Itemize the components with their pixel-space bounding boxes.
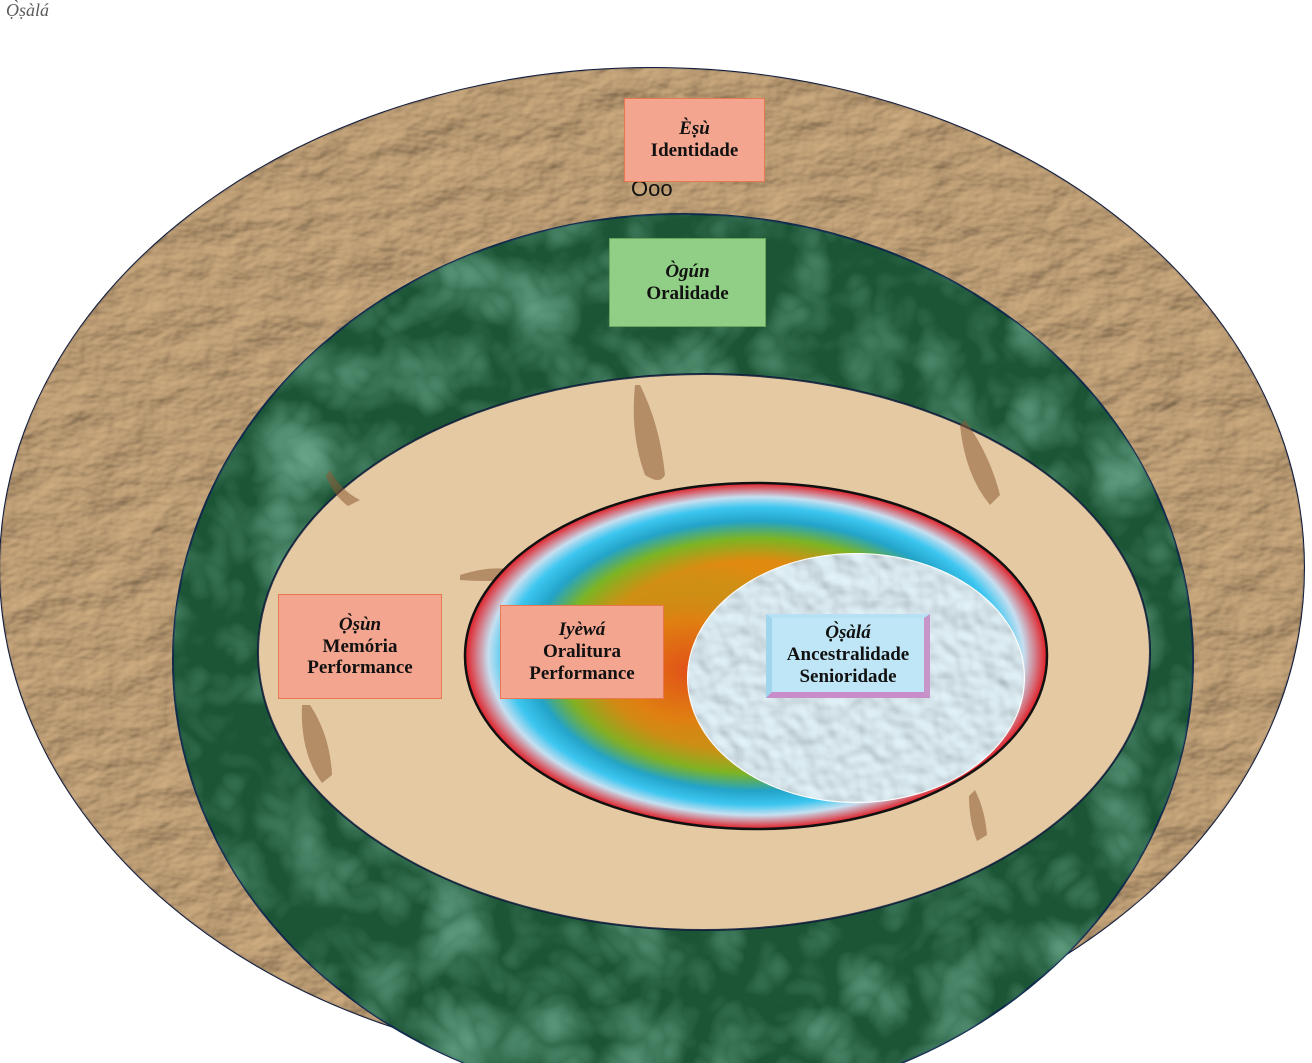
osun-concept-2: Performance — [307, 657, 413, 679]
osun-concept-1: Memória — [323, 636, 398, 658]
iyewa-concept-1: Oralitura — [543, 641, 621, 663]
ogun-orixa-name: Ògún — [665, 261, 709, 283]
esu-concept: Identidade — [651, 140, 739, 162]
osun-label-box: Ọ̀ṣùn Memória Performance — [278, 594, 442, 699]
osala-concept-1: Ancestralidade — [787, 644, 909, 666]
iyewa-label-box: Iyèwá Oralitura Performance — [500, 605, 664, 699]
iyewa-orixa-name: Iyèwá — [559, 619, 605, 641]
esu-label-box: Èṣù Identidade — [624, 98, 765, 182]
ogun-label-box: Ògún Oralidade — [609, 238, 766, 327]
ogun-concept: Oralidade — [646, 283, 728, 305]
osala-label-box: Ọ̀ṣàlá Ancestralidade Senioridade — [766, 614, 930, 698]
osala-orixa-name: Ọ̀ṣàlá — [825, 622, 870, 644]
osun-orixa-name: Ọ̀ṣùn — [339, 614, 381, 636]
esu-orixa-name: Èṣù — [679, 118, 710, 140]
iyewa-concept-2: Performance — [529, 663, 635, 685]
osala-concept-2: Senioridade — [799, 666, 896, 688]
